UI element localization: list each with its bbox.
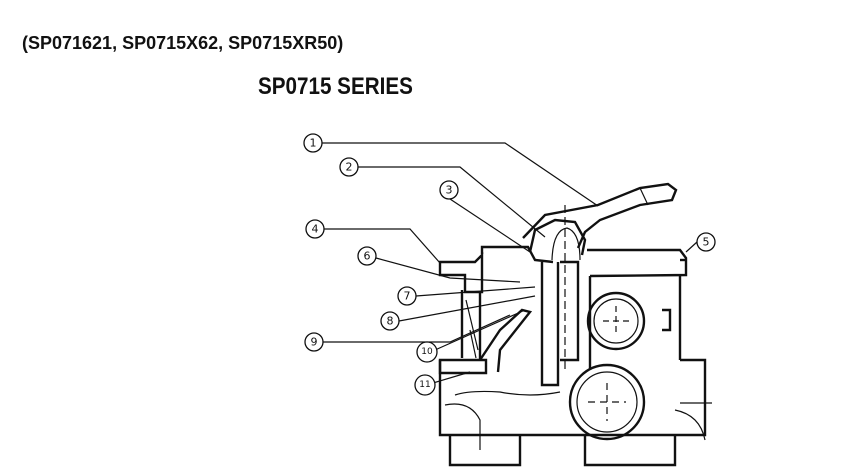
callout-10: 10 [416, 341, 438, 363]
svg-text:3: 3 [446, 184, 453, 197]
leader-lines [322, 142, 698, 384]
series-title: SP0715 SERIES [258, 73, 413, 100]
svg-text:9: 9 [311, 336, 318, 349]
svg-text:11: 11 [419, 380, 430, 390]
model-numbers: (SP071621, SP0715X62, SP0715XR50) [22, 33, 344, 53]
callout-2: 2 [339, 157, 359, 177]
callout-5: 5 [696, 232, 716, 252]
callout-9: 9 [304, 332, 324, 352]
callout-8: 8 [380, 311, 400, 331]
callout-4: 4 [305, 219, 325, 239]
svg-text:2: 2 [346, 161, 353, 174]
svg-text:8: 8 [387, 315, 394, 328]
callout-7: 7 [397, 286, 417, 306]
callout-3: 3 [439, 180, 459, 200]
svg-text:1: 1 [310, 137, 317, 150]
svg-text:10: 10 [421, 347, 433, 357]
callout-6: 6 [357, 246, 377, 266]
svg-text:7: 7 [404, 290, 411, 303]
callout-1: 1 [303, 133, 323, 153]
svg-text:6: 6 [364, 250, 371, 263]
svg-text:4: 4 [312, 223, 319, 236]
valve-body [438, 182, 712, 467]
svg-text:5: 5 [703, 236, 710, 249]
callout-11: 11 [414, 374, 436, 396]
